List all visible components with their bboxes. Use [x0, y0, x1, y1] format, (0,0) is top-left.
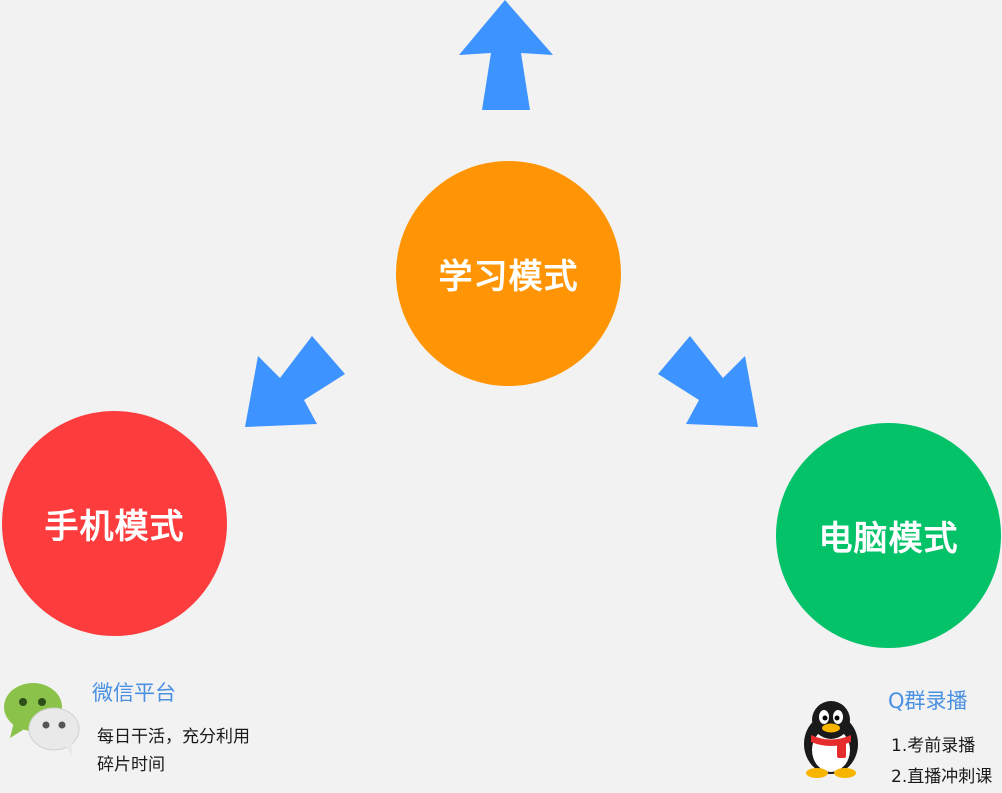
qq-group-title: Q群录播: [888, 689, 968, 713]
qq-penguin-icon: [804, 701, 858, 778]
study-mode-label: 学习模式: [438, 257, 579, 297]
wechat-icon: [4, 683, 80, 756]
wechat-platform-title: 微信平台: [92, 681, 176, 705]
qq-group-description: 1.考前录播 2.直播冲刺课: [891, 731, 992, 793]
pc-mode-label: 电脑模式: [818, 519, 959, 559]
description-line: 1.考前录播: [891, 736, 976, 756]
description-line: 2.直播冲刺课: [891, 767, 993, 787]
phone-mode-label: 手机模式: [44, 507, 185, 547]
study-mode-circle: 学习模式: [396, 161, 621, 386]
phone-mode-circle: 手机模式: [2, 411, 227, 636]
pc-mode-circle: 电脑模式: [776, 423, 1001, 648]
description-line: 碎片时间: [97, 755, 165, 775]
arrow-up-icon: [459, 0, 553, 110]
description-line: 每日干活，充分利用: [97, 727, 250, 747]
arrow-down-left-icon: [245, 336, 345, 427]
wechat-platform-description: 每日干活，充分利用 碎片时间: [97, 723, 250, 779]
arrow-down-right-icon: [658, 336, 758, 427]
